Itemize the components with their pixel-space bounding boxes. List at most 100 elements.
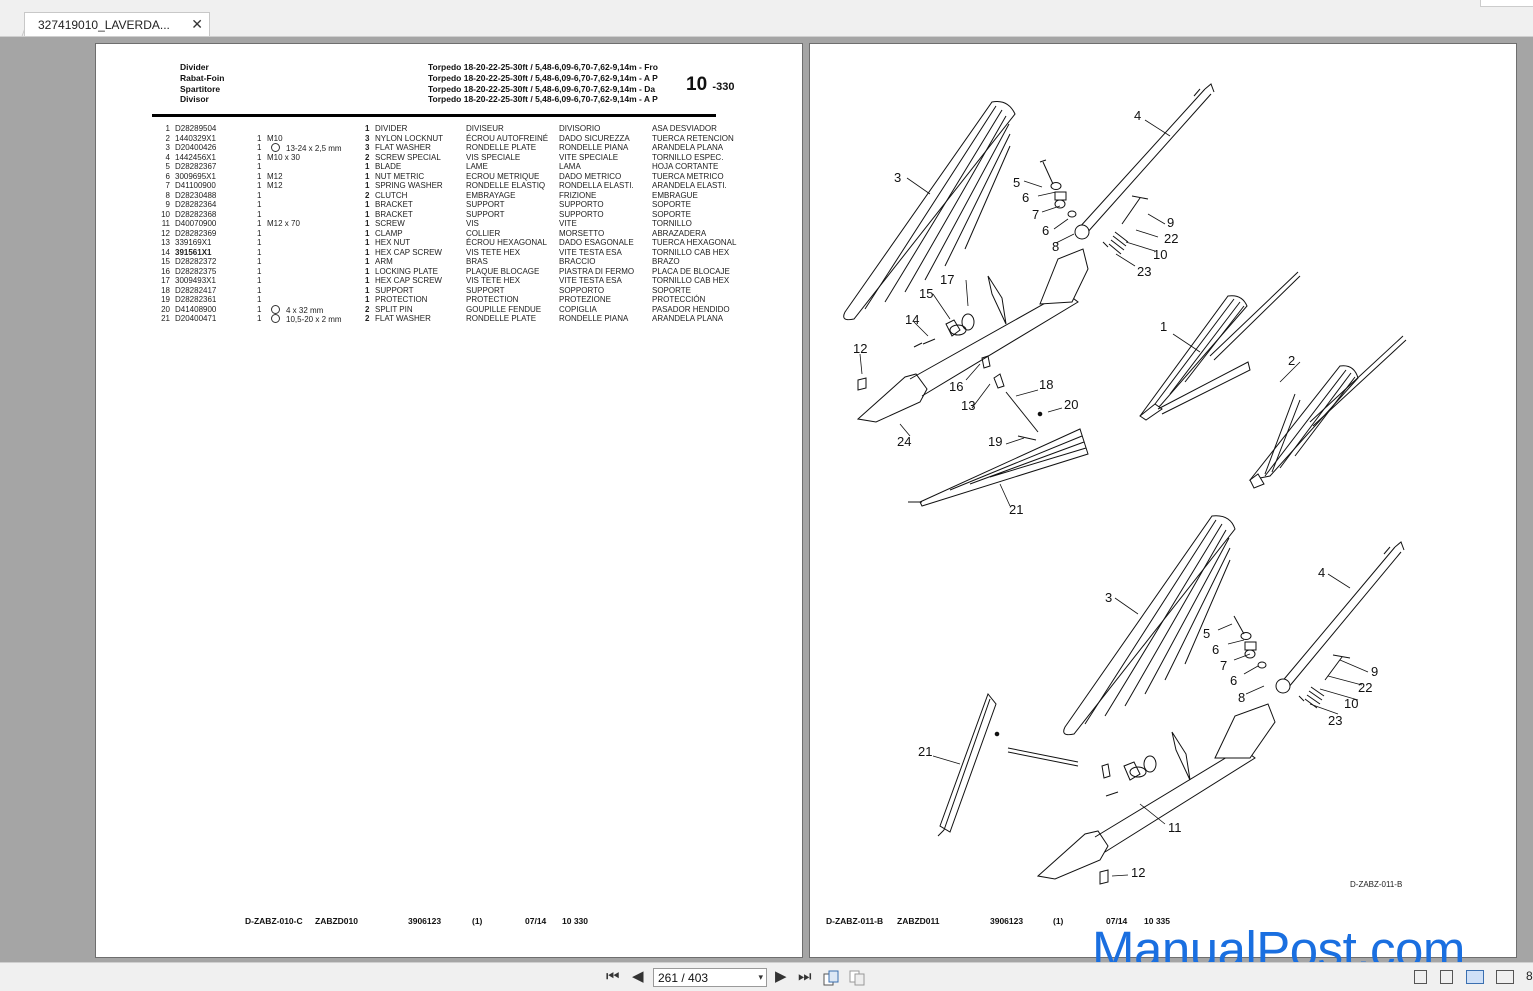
part-qty-text: 1 [257, 285, 262, 295]
zoom-level[interactable]: 8 [1526, 969, 1533, 983]
part-number: 391561X1 [175, 248, 211, 258]
facing-pages-icon[interactable] [1466, 970, 1484, 984]
window-control[interactable] [1480, 0, 1533, 7]
desc-it: DADO ESAGONALE [559, 238, 634, 248]
part-qty-assembly-text: 1 [365, 295, 370, 304]
part-ref-text: 4 [165, 152, 170, 162]
page-number-input[interactable]: 261 / 403 ▾ [653, 968, 767, 987]
part-number: 339169X1 [175, 238, 211, 248]
desc-en-text: SCREW SPECIAL [375, 152, 441, 162]
desc-fr: VIS TETE HEX [466, 248, 520, 258]
desc-fr-text: LAME [466, 162, 488, 171]
desc-es-text: ASA DESVIADOR [652, 124, 717, 133]
part-qty: 1 [257, 200, 261, 210]
desc-it-text: VITE SPECIALE [559, 152, 619, 162]
exploded-view-drawing: 4 3 5 6 7 6 8 9 22 10 23 17 15 14 12 16 … [843, 83, 1407, 885]
part-ref: 4 [154, 153, 170, 163]
desc-es-text: PROTECCIÓN [652, 295, 706, 304]
part-qty: 1 [257, 210, 261, 220]
part-qty: 1 [257, 153, 261, 163]
desc-fr: RONDELLE ELASTIQ [466, 181, 545, 191]
desc-fr-text: COLLIER [466, 228, 501, 238]
desc-es: ARANDELA ELASTI. [652, 181, 727, 191]
desc-it-text: DADO ESAGONALE [559, 238, 634, 247]
desc-it-text: COPIGLIA [559, 304, 597, 314]
part-qty-assembly: 2 [365, 191, 369, 201]
part-qty-assembly-text: 1 [365, 228, 370, 238]
part-qty-text: 1 [257, 162, 262, 171]
desc-fr-text: ÉCROU HEXAGONAL [466, 238, 547, 247]
desc-fr: PROTECTION [466, 295, 518, 305]
part-ref-text: 13 [161, 238, 170, 247]
desc-fr: RONDELLE PLATE [466, 143, 536, 153]
single-page-icon[interactable] [1414, 970, 1427, 984]
desc-es-text: HOJA CORTANTE [652, 162, 719, 171]
part-ref-text: 11 [161, 219, 170, 228]
part-number-text: D41100900 [175, 181, 216, 190]
forward-view-icon[interactable] [849, 970, 865, 986]
first-page-icon[interactable]: ⏮ [606, 968, 620, 985]
document-viewer[interactable]: Divider Rabat-Foin Spartitore Divisor To… [0, 37, 1533, 962]
section-main: 10 [686, 74, 708, 95]
continuous-facing-icon[interactable] [1496, 970, 1514, 984]
desc-fr-text: SUPPORT [466, 209, 505, 219]
document-tab[interactable]: 327419010_LAVERDA... ✕ [24, 12, 210, 36]
prev-page-icon[interactable]: ◀ [632, 968, 644, 985]
part-ref-text: 7 [165, 181, 170, 190]
part-size: M12 x 70 [267, 219, 300, 229]
tab-bar: 327419010_LAVERDA... ✕ [0, 0, 1533, 37]
part-ref-text: 12 [161, 228, 170, 238]
desc-en: BRACKET [375, 210, 413, 220]
back-view-icon[interactable] [823, 970, 839, 986]
part-ref: 10 [154, 210, 170, 220]
part-number-text: D28282361 [175, 295, 217, 304]
part-qty: 1 [257, 248, 261, 258]
washer-icon [271, 143, 280, 152]
chevron-down-icon[interactable]: ▾ [758, 972, 763, 982]
part-qty-text: 1 [257, 209, 262, 219]
desc-en-text: SPRING WASHER [375, 181, 443, 190]
part-qty: 1 [257, 181, 261, 191]
desc-it: VITE SPECIALE [559, 153, 618, 163]
part-number: D41100900 [175, 181, 216, 191]
name-fr: Rabat-Foin [180, 72, 225, 83]
desc-fr-text: EMBRAYAGE [466, 190, 516, 200]
desc-fr-text: GOUPILLE FENDUE [466, 304, 542, 314]
desc-es-text: TORNILLO CAB HEX [652, 247, 730, 257]
part-ref-text: 1 [165, 124, 170, 133]
last-page-icon[interactable]: ⏭ [798, 968, 812, 985]
close-icon[interactable]: ✕ [191, 16, 203, 32]
desc-it-text: SUPPORTO [559, 209, 604, 219]
desc-es-text: ABRAZADERA [652, 228, 707, 238]
continuous-page-icon[interactable] [1440, 970, 1453, 984]
desc-es-text: ARANDELA PLANA [652, 314, 724, 323]
desc-it: FRIZIONE [559, 191, 596, 201]
part-number: D28282369 [175, 229, 216, 239]
part-qty-text: 1 [257, 304, 262, 314]
desc-fr: VIS [466, 219, 479, 229]
part-ref: 21 [154, 314, 170, 324]
desc-en-text: DIVIDER [375, 124, 408, 133]
part-qty-text: 1 [257, 295, 262, 304]
desc-es: TORNILLO CAB HEX [652, 276, 729, 286]
part-qty-assembly: 1 [365, 295, 369, 305]
desc-en: HEX NUT [375, 238, 410, 248]
desc-en: CLAMP [375, 229, 403, 239]
part-number-text: D20400471 [175, 314, 217, 323]
desc-es-text: TUERCA RETENCION [652, 133, 734, 143]
desc-es: HOJA CORTANTE [652, 162, 718, 172]
callout: 12 [1131, 865, 1145, 880]
desc-en: NUT METRIC [375, 172, 424, 182]
part-ref: 12 [154, 229, 170, 239]
desc-en-text: PROTECTION [375, 295, 428, 304]
part-number: 1442456X1 [175, 153, 216, 163]
part-qty: 1 [257, 267, 261, 277]
part-qty-text: 1 [257, 133, 262, 143]
part-qty-assembly-text: 1 [365, 209, 370, 219]
next-page-icon[interactable]: ▶ [775, 968, 787, 985]
part-number-text: D28282372 [175, 257, 217, 266]
part-ref-text: 3 [165, 143, 170, 152]
